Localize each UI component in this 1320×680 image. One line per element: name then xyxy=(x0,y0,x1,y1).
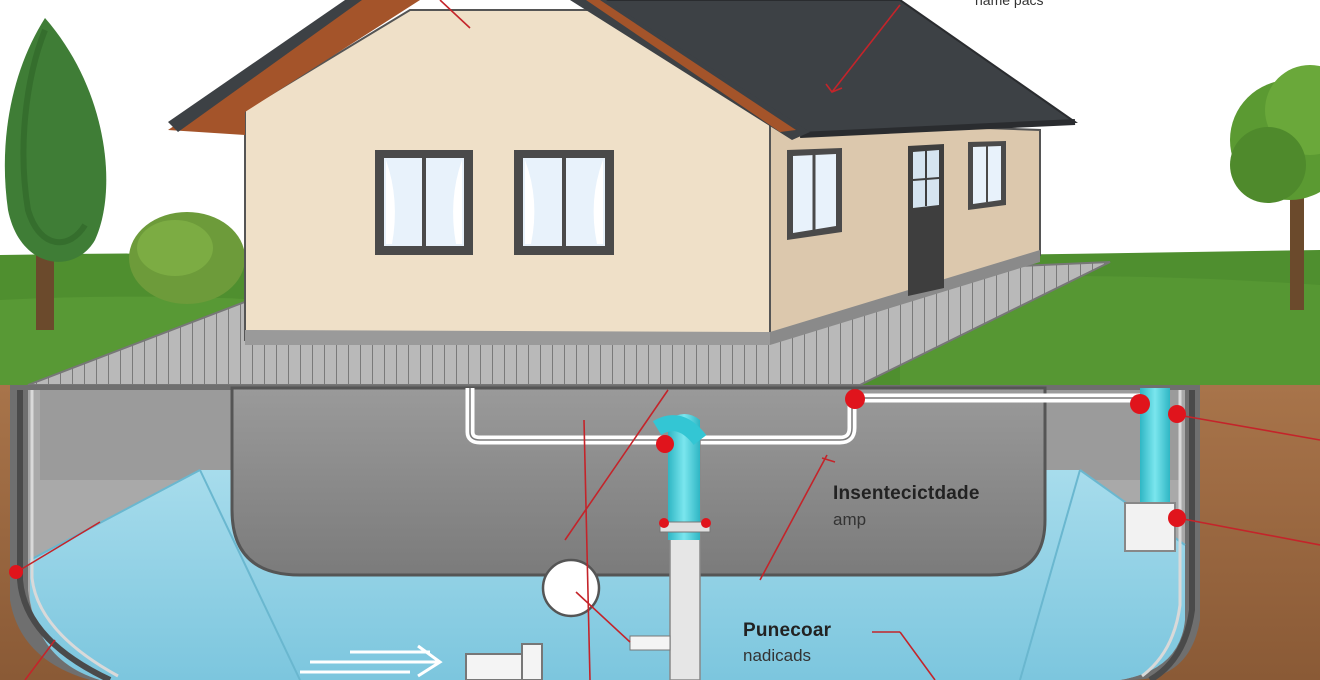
window-side-right xyxy=(968,141,1006,210)
marker-dots xyxy=(9,389,1186,579)
marker-dot xyxy=(9,565,23,579)
tank-label: Insentecictdade xyxy=(833,483,980,504)
marker-dot xyxy=(656,435,674,453)
flow-arrows xyxy=(300,644,443,678)
door xyxy=(908,144,944,296)
discharge-fitting xyxy=(465,653,523,680)
marker-dot xyxy=(701,518,711,528)
window-center xyxy=(514,150,614,255)
house xyxy=(168,0,1078,345)
window-left xyxy=(375,150,473,255)
marker-dot xyxy=(1168,405,1186,423)
pump-label: Punecoar xyxy=(743,620,832,641)
tank-sublabel: amp xyxy=(833,510,867,529)
marker-dot xyxy=(1168,509,1186,527)
marker-dot xyxy=(1130,394,1150,414)
left-tree xyxy=(4,18,107,330)
leader-lines xyxy=(19,0,1320,680)
window-side xyxy=(787,148,842,240)
foundation-slab xyxy=(232,388,1045,575)
marker-dot xyxy=(845,389,865,409)
sump-pump-riser xyxy=(629,414,711,680)
pump-sublabel: nadicads xyxy=(743,646,812,665)
marker-dot xyxy=(659,518,669,528)
sump-basin xyxy=(1124,502,1176,552)
float-switch xyxy=(541,558,601,618)
top-right-label: name pacs xyxy=(975,0,1044,8)
right-tree xyxy=(1230,65,1320,310)
